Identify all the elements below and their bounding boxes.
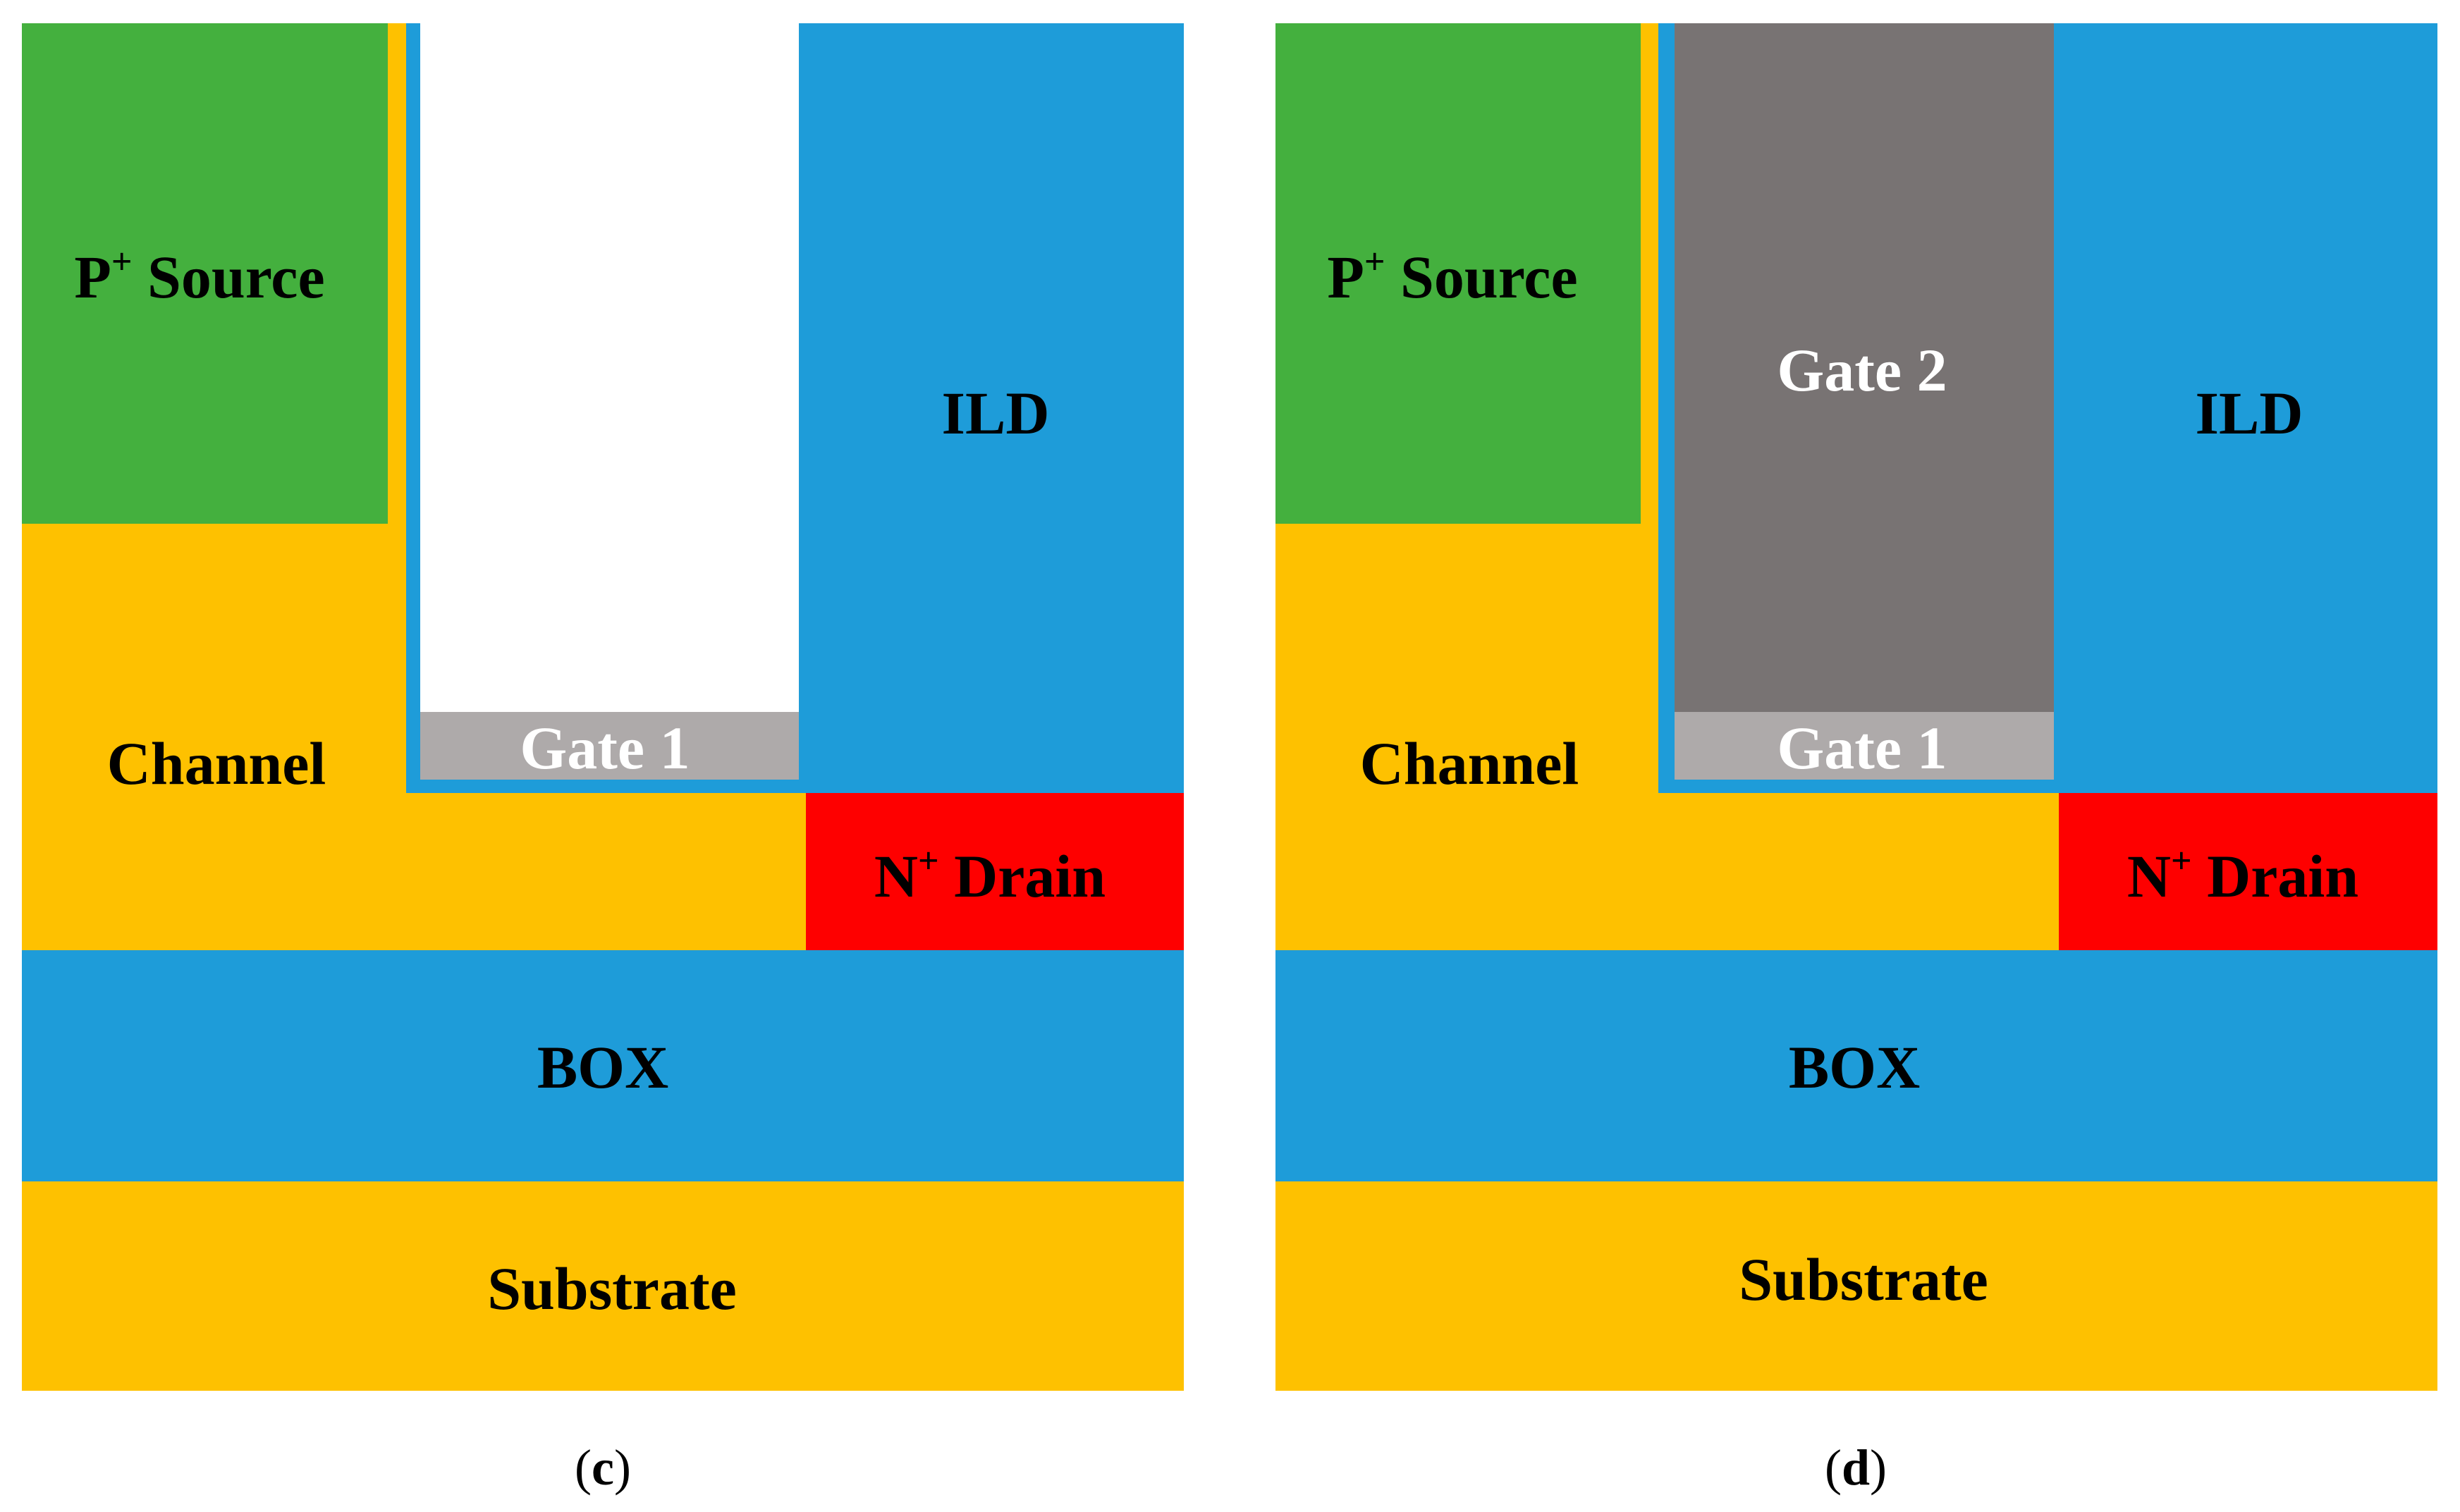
panel-d-diagram: P+ Source Gate 2 ILD Gate 1 Channel N+ D… [1275, 23, 2437, 1391]
substrate-layer [22, 1181, 1184, 1391]
box-layer [1275, 950, 2437, 1181]
caption-d: (d) [1824, 1439, 1887, 1496]
drain-region [806, 793, 1184, 950]
gate-trench [420, 23, 799, 712]
gate2-region [1675, 23, 2054, 712]
gate2-label: Gate 2 [1777, 336, 1947, 404]
box-label: BOX [1788, 1033, 1921, 1101]
channel-label: Channel [106, 730, 326, 797]
gate1-region [420, 712, 799, 780]
substrate-layer [1275, 1181, 2437, 1391]
ild-label: ILD [941, 379, 1050, 447]
ild-label: ILD [2195, 379, 2303, 447]
channel-label: Channel [1359, 730, 1579, 797]
drain-label: N+ Drain [2127, 841, 2359, 910]
gate1-region [1675, 712, 2054, 780]
gate1-label: Gate 1 [1777, 714, 1947, 782]
source-label: P+ Source [74, 242, 325, 311]
drain-region [2059, 793, 2437, 950]
drain-label: N+ Drain [874, 841, 1106, 910]
box-layer [22, 950, 1184, 1181]
source-label: P+ Source [1327, 242, 1578, 311]
substrate-label: Substrate [487, 1255, 737, 1322]
caption-c: (c) [575, 1439, 631, 1496]
panel-c-diagram: P+ Source ILD Gate 1 Channel N+ Drain BO… [22, 23, 1184, 1391]
source-region [22, 23, 388, 524]
source-region [1275, 23, 1641, 524]
substrate-label: Substrate [1739, 1246, 1988, 1313]
box-label: BOX [537, 1033, 669, 1101]
gate1-label: Gate 1 [520, 714, 690, 782]
